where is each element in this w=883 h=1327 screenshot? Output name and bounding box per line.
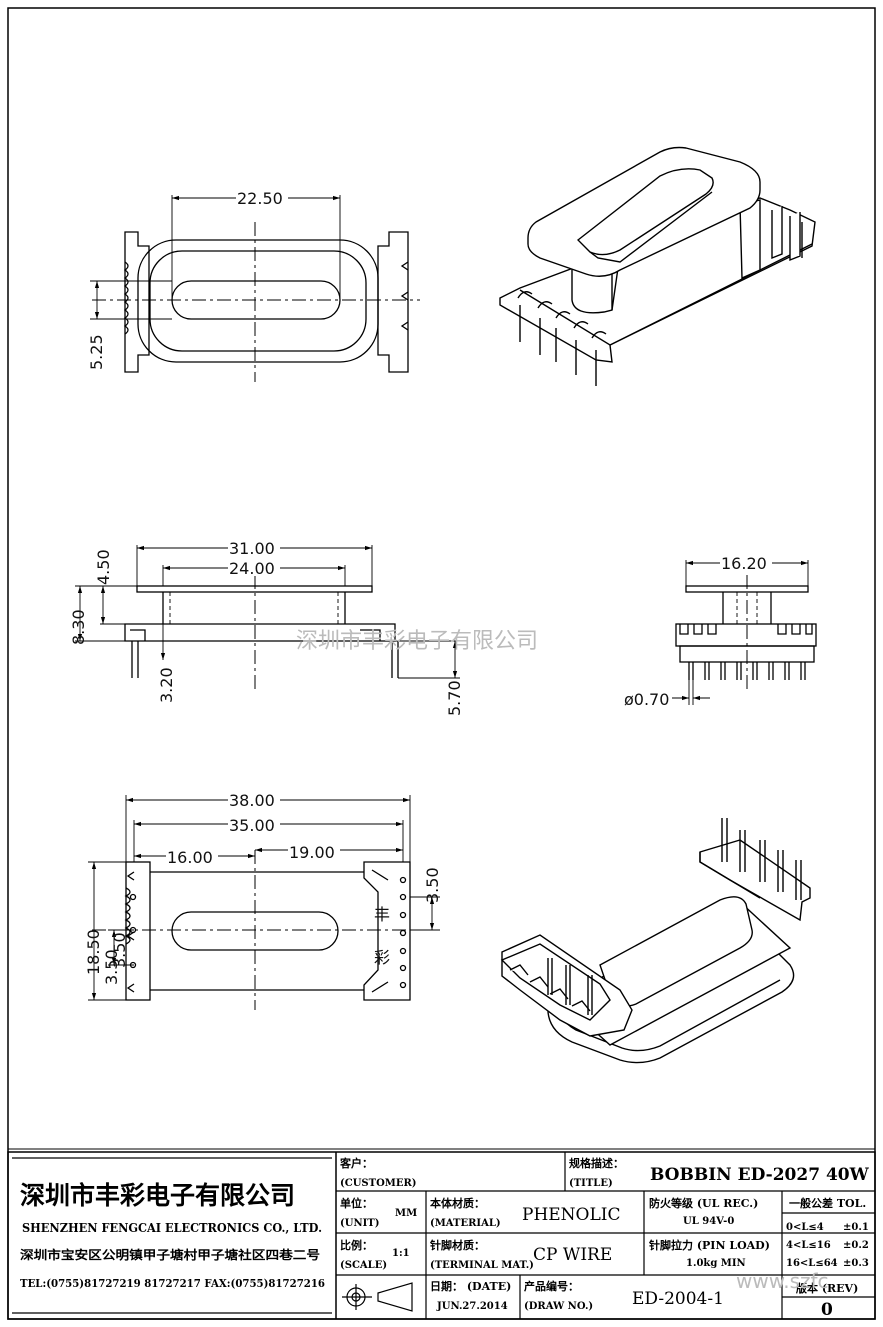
title-block bbox=[7, 1148, 876, 1320]
flame-label: 防火等级 (UL REC.) bbox=[649, 1196, 758, 1210]
dim-bottom-right: 19.00 bbox=[289, 843, 335, 862]
top-view bbox=[90, 195, 420, 382]
mark-char-2: 彩 bbox=[374, 948, 390, 967]
front-view bbox=[75, 545, 460, 690]
terminal-value: CP WIRE bbox=[533, 1245, 612, 1265]
dim-bottom-pitch-left2: 3.50 bbox=[102, 949, 121, 985]
dim-side-width: 16.20 bbox=[721, 554, 767, 573]
dim-front-base: 3.20 bbox=[157, 667, 176, 703]
dim-pin-diameter: ø0.70 bbox=[624, 690, 669, 709]
rev-value: 0 bbox=[821, 1300, 833, 1320]
scale-label: 比例： bbox=[340, 1238, 373, 1252]
pinload-value: 1.0kg MIN bbox=[686, 1258, 746, 1269]
dim-front-inner: 24.00 bbox=[229, 559, 275, 578]
terminal-label-en: (TERMINAL MAT.) bbox=[430, 1260, 534, 1271]
dim-bottom-left: 16.00 bbox=[167, 848, 213, 867]
unit-label-en: (UNIT) bbox=[340, 1218, 379, 1229]
company-name-cn: 深圳市丰彩电子有限公司 bbox=[20, 1181, 295, 1210]
watermark-url: www.szfc bbox=[736, 1269, 829, 1293]
dim-front-pin: 5.70 bbox=[445, 680, 464, 716]
tol-value-1: ±0.1 bbox=[843, 1222, 869, 1233]
dim-top-width: 22.50 bbox=[237, 189, 283, 208]
drawno-value: ED-2004-1 bbox=[632, 1289, 724, 1309]
isometric-view-top bbox=[499, 146, 816, 386]
company-name-en: SHENZHEN FENGCAI ELECTRONICS CO., LTD. bbox=[22, 1221, 322, 1235]
tolerance-label: 一般公差 TOL. bbox=[789, 1196, 866, 1210]
material-value: PHENOLIC bbox=[522, 1205, 621, 1225]
tol-range-2: 4<L≤16 bbox=[786, 1240, 831, 1251]
title-value: BOBBIN ED-2027 40W bbox=[650, 1165, 870, 1185]
isometric-view-bottom bbox=[500, 818, 811, 1064]
dim-front-height: 8.30 bbox=[69, 609, 88, 645]
dim-bottom-inner: 35.00 bbox=[229, 816, 275, 835]
mark-char-1: 丰 bbox=[374, 905, 390, 924]
rev-label: 版本 (REV) bbox=[796, 1281, 858, 1295]
tol-value-2: ±0.2 bbox=[843, 1240, 869, 1251]
dim-top-height: 5.25 bbox=[87, 334, 106, 370]
dim-front-overall: 31.00 bbox=[229, 539, 275, 558]
unit-value: MM bbox=[395, 1208, 417, 1219]
drawno-label-en: (DRAW NO.) bbox=[524, 1301, 593, 1312]
date-label: 日期： (DATE) bbox=[430, 1279, 511, 1293]
customer-label-en: (CUSTOMER) bbox=[340, 1178, 417, 1189]
scale-label-en: (SCALE) bbox=[340, 1260, 387, 1271]
title-label-en: (TITLE) bbox=[569, 1178, 613, 1189]
dim-front-flange: 4.50 bbox=[94, 549, 113, 585]
dim-bottom-overall: 38.00 bbox=[229, 791, 275, 810]
dim-bottom-height: 18.50 bbox=[84, 929, 103, 975]
material-label-en: (MATERIAL) bbox=[430, 1218, 501, 1229]
unit-label: 单位： bbox=[340, 1196, 373, 1210]
dim-bottom-pitch-left: 3.50 bbox=[110, 932, 129, 968]
material-label: 本体材质： bbox=[430, 1196, 485, 1210]
tol-range-3: 16<L≤64 bbox=[786, 1258, 838, 1269]
pinload-label: 针脚拉力 (PIN LOAD) bbox=[649, 1238, 770, 1252]
title-label: 规格描述： bbox=[569, 1156, 624, 1170]
date-value: JUN.27.2014 bbox=[436, 1301, 508, 1312]
company-address: 深圳市宝安区公明镇甲子塘村甲子塘社区四巷二号 bbox=[20, 1247, 320, 1262]
side-view bbox=[672, 560, 817, 705]
company-phone: TEL:(0755)81727219 81727217 FAX:(0755)81… bbox=[20, 1277, 325, 1290]
customer-label: 客户： bbox=[339, 1156, 373, 1170]
drawno-label: 产品编号： bbox=[524, 1279, 579, 1293]
watermark-text: 深圳市丰彩电子有限公司 bbox=[296, 629, 538, 654]
terminal-label: 针脚材质： bbox=[430, 1238, 485, 1252]
dim-bottom-pitch-right: 3.50 bbox=[423, 867, 442, 903]
tol-range-1: 0<L≤4 bbox=[786, 1222, 824, 1233]
tol-value-3: ±0.3 bbox=[843, 1258, 869, 1269]
flame-value: UL 94V-0 bbox=[683, 1216, 734, 1227]
scale-value: 1:1 bbox=[392, 1248, 410, 1259]
